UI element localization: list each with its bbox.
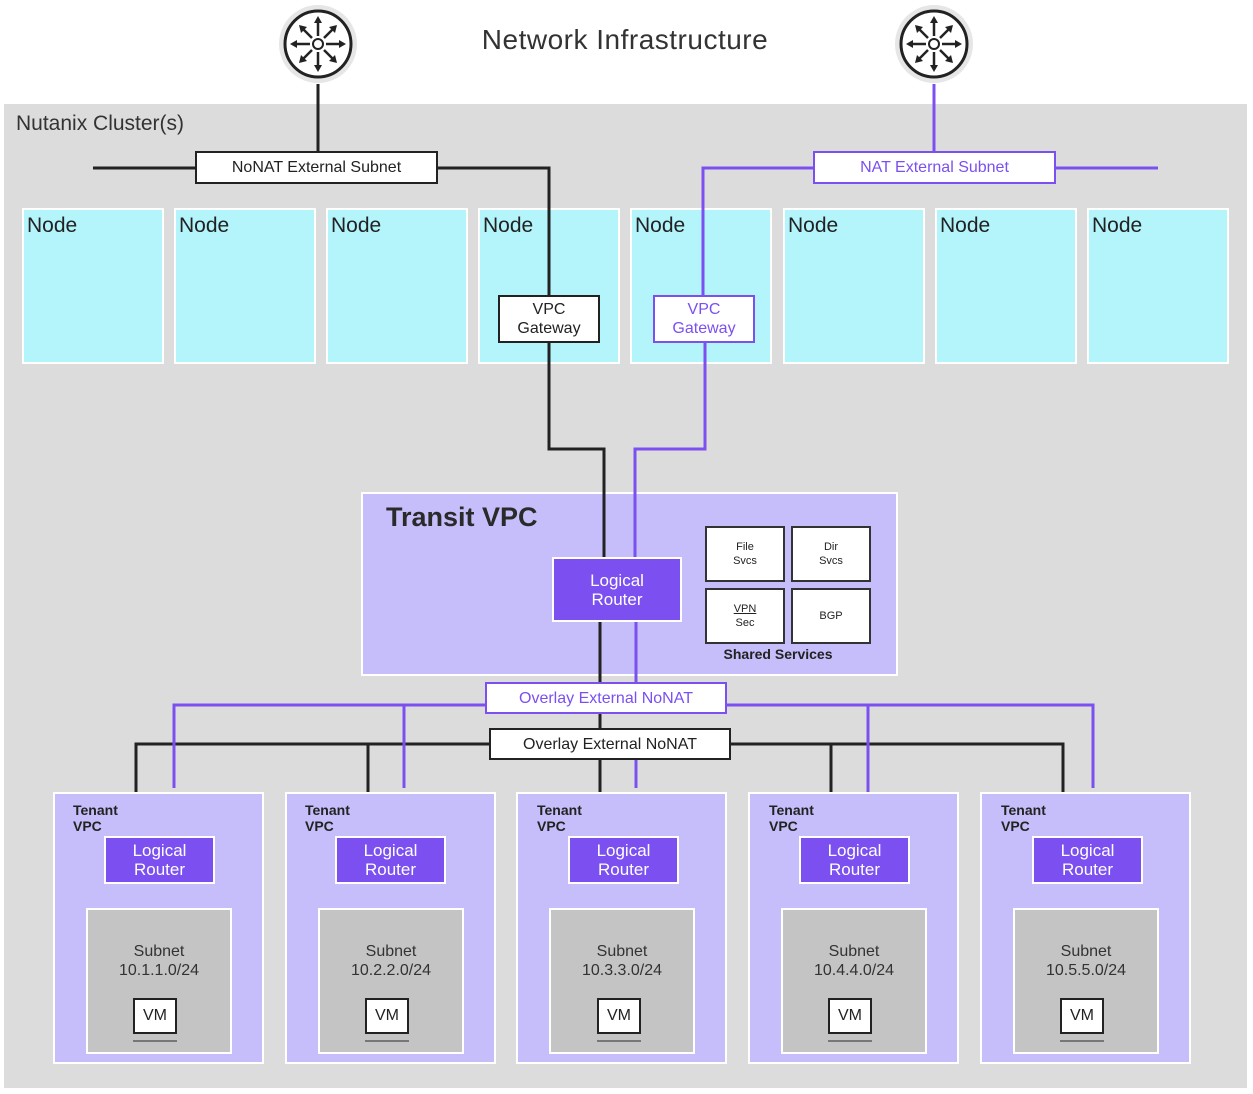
vm-icon: VM	[133, 998, 177, 1034]
tenant-logical-router: Logical Router	[104, 836, 215, 884]
subnet-label: Subnet	[596, 943, 648, 960]
svc-line: Sec	[735, 617, 755, 629]
nat-gateway-line	[701, 166, 814, 297]
subnet-cidr: 10.3.3.0/24	[581, 962, 663, 979]
gateway-to-transit-purple	[633, 343, 707, 560]
tenant-logical-router: Logical Router	[799, 836, 910, 884]
nonat-gateway-line	[437, 166, 551, 297]
node-label: Node	[483, 214, 534, 237]
vpc-gateway-nonat: VPC Gateway	[498, 295, 600, 343]
router-icon	[895, 5, 973, 83]
subnet-label: Subnet	[1060, 943, 1112, 960]
vm-icon: VM	[365, 998, 409, 1034]
node-label: Node	[788, 214, 839, 237]
tenant-subnet: Subnet 10.2.2.0/24	[318, 908, 464, 1054]
overlay-external-nonat-black: Overlay External NoNAT	[489, 728, 731, 760]
vm-base	[597, 1040, 641, 1042]
svc-line: Svcs	[733, 555, 757, 567]
router-icon	[279, 5, 357, 83]
subnet-label: Subnet	[828, 943, 880, 960]
subnet-cidr: 10.4.4.0/24	[813, 962, 895, 979]
gateway-label: VPC Gateway	[517, 301, 581, 337]
node-3: Node	[326, 208, 468, 364]
node-1: Node	[22, 208, 164, 364]
vm-base	[133, 1040, 177, 1042]
overlay-external-nonat-purple: Overlay External NoNAT	[485, 682, 727, 714]
subnet-label: Subnet	[133, 943, 185, 960]
subnet-cidr: 10.2.2.0/24	[350, 962, 432, 979]
vm-icon: VM	[828, 998, 872, 1034]
transit-logical-router: Logical Router	[552, 557, 682, 622]
transit-vpc-title: Transit VPC	[386, 502, 538, 532]
overlay-bus-purple-right	[726, 703, 1095, 788]
subnet-cidr: 10.1.1.0/24	[118, 962, 200, 979]
node-label: Node	[27, 214, 78, 237]
overlay-bus-purple	[172, 703, 487, 788]
gateway-label: VPC Gateway	[672, 301, 736, 337]
vpc-gateway-nat: VPC Gateway	[653, 295, 755, 343]
node-2: Node	[174, 208, 316, 364]
tenant-vpc-label: Tenant VPC	[73, 802, 118, 834]
svc-line: File	[736, 541, 754, 553]
vm-icon: VM	[1060, 998, 1104, 1034]
node-label: Node	[635, 214, 686, 237]
vm-icon: VM	[597, 998, 641, 1034]
subnet-label: Subnet	[365, 943, 417, 960]
bgp-service: BGP	[791, 588, 871, 644]
diagram-title: Network Infrastructure	[481, 24, 769, 55]
tenant-vpc-label: Tenant VPC	[305, 802, 350, 834]
svc-line: VPN	[733, 603, 757, 615]
tenant-logical-router: Logical Router	[335, 836, 446, 884]
node-7: Node	[935, 208, 1077, 364]
vm-base	[1060, 1040, 1104, 1042]
shared-services-label: Shared Services	[723, 646, 833, 662]
vm-base	[365, 1040, 409, 1042]
tenant-vpc-label: Tenant VPC	[1001, 802, 1046, 834]
node-label: Node	[940, 214, 991, 237]
svc-line: Svcs	[819, 555, 843, 567]
vm-base	[828, 1040, 872, 1042]
tenant-subnet: Subnet 10.3.3.0/24	[549, 908, 695, 1054]
gateway-to-transit-black	[547, 343, 606, 560]
node-8: Node	[1087, 208, 1229, 364]
tenant-logical-router: Logical Router	[568, 836, 679, 884]
tenant-vpc-label: Tenant VPC	[769, 802, 814, 834]
overlay-bus-black	[134, 742, 491, 792]
node-label: Node	[1092, 214, 1143, 237]
overlay-bus-black-right	[730, 742, 1065, 792]
subnet-cidr: 10.5.5.0/24	[1045, 962, 1127, 979]
svc-line: BGP	[819, 610, 843, 622]
tenant-logical-router: Logical Router	[1032, 836, 1143, 884]
cluster-label: Nutanix Cluster(s)	[16, 112, 185, 135]
nonat-external-subnet: NoNAT External Subnet	[195, 151, 438, 184]
nat-external-subnet: NAT External Subnet	[813, 151, 1056, 184]
svc-line: Dir	[823, 541, 839, 553]
node-6: Node	[783, 208, 925, 364]
node-label: Node	[331, 214, 382, 237]
tenant-subnet: Subnet 10.5.5.0/24	[1013, 908, 1159, 1054]
node-label: Node	[179, 214, 230, 237]
vpn-security: VPN Sec	[705, 588, 785, 644]
tenant-vpc-label: Tenant VPC	[537, 802, 582, 834]
